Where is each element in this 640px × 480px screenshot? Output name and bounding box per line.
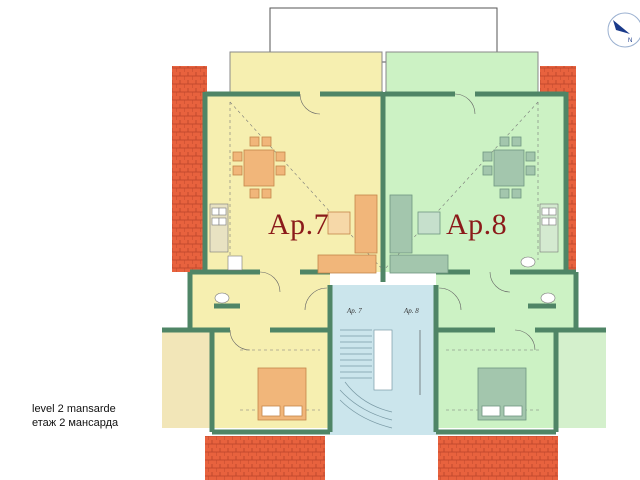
kitchen-8	[539, 203, 559, 253]
stair-label-ap8: Ap. 8	[404, 307, 419, 315]
apartment-7-label: Ap.7	[268, 208, 330, 241]
stair-label-ap7: Ap. 7	[347, 307, 362, 315]
dining-table-7	[232, 136, 286, 199]
svg-text:N: N	[628, 38, 632, 44]
apartment-8-label: Ap.8	[446, 208, 508, 241]
bed-7	[257, 367, 307, 421]
level-label-en: level 2 mansarde	[32, 403, 116, 415]
roof-tiles-left	[172, 66, 207, 272]
sofa-8	[389, 194, 449, 274]
level-label-bg: етаж 2 мансарда	[32, 417, 119, 429]
dining-table-8	[482, 136, 536, 199]
kitchen-7	[209, 203, 229, 253]
walls	[162, 91, 606, 435]
sofa-7	[317, 194, 378, 274]
compass-north-icon: N	[607, 12, 640, 48]
bed-8	[477, 367, 527, 421]
roof-tiles-bottom-right	[438, 436, 558, 480]
roof-tiles-bottom-left	[205, 436, 325, 480]
